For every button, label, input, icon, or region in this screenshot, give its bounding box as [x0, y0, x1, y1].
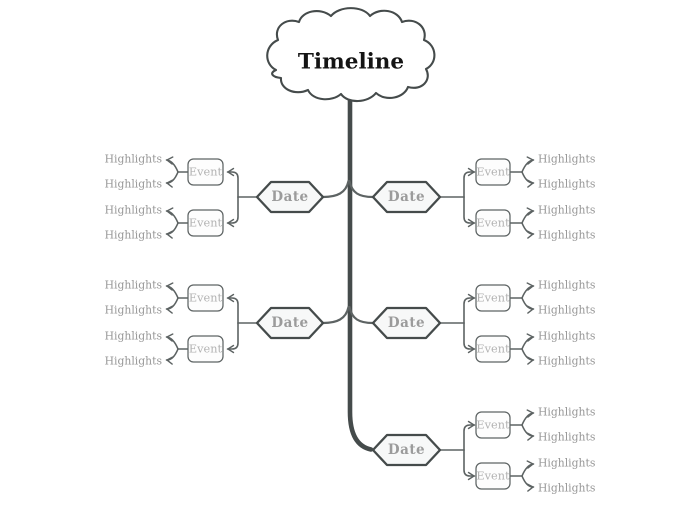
highlight-connector: [521, 424, 535, 441]
highlight-connector: [165, 207, 179, 224]
trunk-branch-connector: [321, 179, 350, 199]
event-connector: [226, 196, 239, 228]
highlight-connector: [165, 156, 179, 173]
date-node[interactable]: [255, 306, 325, 340]
highlight-connector: [521, 207, 535, 224]
trunk-branch-connector: [348, 179, 375, 199]
event-connector: [463, 196, 476, 228]
highlight-label[interactable]: Highlights: [538, 153, 595, 166]
event-node[interactable]: [187, 284, 224, 312]
date-node[interactable]: [255, 180, 325, 214]
highlight-connector: [521, 475, 535, 492]
highlight-connector: [165, 333, 179, 350]
highlight-label[interactable]: Highlights: [538, 457, 595, 470]
highlight-connector: [165, 282, 179, 299]
highlight-label[interactable]: Highlights: [538, 431, 595, 444]
highlight-connector: [165, 171, 179, 188]
event-node[interactable]: [475, 158, 511, 186]
highlight-label[interactable]: Highlights: [538, 279, 595, 292]
trunk-branch-connector: [321, 305, 350, 325]
branch-right: DateEventHighlightsHighlightsEventHighli…: [371, 406, 595, 495]
highlight-label[interactable]: Highlights: [105, 304, 162, 317]
event-node[interactable]: [187, 158, 224, 186]
highlight-connector: [521, 460, 535, 477]
date-node[interactable]: [371, 306, 442, 340]
event-node-label: Event: [476, 470, 510, 483]
event-node-label: Event: [189, 166, 223, 179]
event-node[interactable]: [187, 209, 224, 237]
event-connector: [226, 167, 239, 198]
event-node[interactable]: [475, 411, 511, 439]
event-node[interactable]: [475, 462, 511, 490]
highlight-label[interactable]: Highlights: [105, 229, 162, 242]
root-node-label[interactable]: Timeline: [298, 50, 404, 75]
highlight-label[interactable]: Highlights: [105, 204, 162, 217]
event-connector: [463, 420, 476, 451]
event-node-label: Event: [476, 419, 510, 432]
highlight-connector: [521, 156, 535, 173]
highlight-label[interactable]: Highlights: [538, 355, 595, 368]
highlight-label[interactable]: Highlights: [538, 178, 595, 191]
event-connector: [463, 322, 476, 354]
highlight-connector: [521, 333, 535, 350]
highlight-connector: [521, 171, 535, 188]
date-node-label: Date: [388, 442, 425, 458]
branch-right: DateEventHighlightsHighlightsEventHighli…: [348, 153, 595, 242]
date-node[interactable]: [371, 433, 442, 467]
timeline-trunk: [347, 77, 374, 452]
event-connector: [463, 449, 476, 481]
event-node-label: Event: [476, 166, 510, 179]
highlight-label[interactable]: Highlights: [105, 153, 162, 166]
date-node-label: Date: [388, 189, 425, 205]
highlight-label[interactable]: Highlights: [105, 279, 162, 292]
event-node-label: Event: [189, 217, 223, 230]
highlight-connector: [165, 222, 179, 239]
event-node-label: Event: [476, 343, 510, 356]
highlight-label[interactable]: Highlights: [105, 330, 162, 343]
highlight-label[interactable]: Highlights: [538, 229, 595, 242]
event-node-label: Event: [189, 343, 223, 356]
event-connector: [463, 293, 476, 324]
cloud-root-shape[interactable]: [266, 7, 436, 103]
branch-right: DateEventHighlightsHighlightsEventHighli…: [348, 279, 595, 368]
highlight-connector: [521, 222, 535, 239]
highlight-connector: [165, 297, 179, 314]
highlight-label[interactable]: Highlights: [538, 482, 595, 495]
highlight-connector: [165, 348, 179, 365]
highlight-label[interactable]: Highlights: [538, 330, 595, 343]
highlight-connector: [521, 348, 535, 365]
branch-left: DateEventHighlightsHighlightsEventHighli…: [105, 153, 350, 242]
event-node-label: Event: [476, 292, 510, 305]
highlight-label[interactable]: Highlights: [538, 406, 595, 419]
event-connector: [226, 322, 239, 354]
highlight-label[interactable]: Highlights: [105, 355, 162, 368]
highlight-connector: [521, 297, 535, 314]
highlight-label[interactable]: Highlights: [538, 204, 595, 217]
trunk-branch-connector: [348, 305, 375, 325]
date-node[interactable]: [371, 180, 442, 214]
branch-left: DateEventHighlightsHighlightsEventHighli…: [105, 279, 350, 368]
date-node-label: Date: [388, 315, 425, 331]
highlight-label[interactable]: Highlights: [538, 304, 595, 317]
event-node-label: Event: [476, 217, 510, 230]
event-node[interactable]: [475, 335, 511, 363]
event-node[interactable]: [187, 335, 224, 363]
highlight-connector: [521, 282, 535, 299]
event-node[interactable]: [475, 284, 511, 312]
event-node[interactable]: [475, 209, 511, 237]
date-node-label: Date: [271, 315, 308, 331]
event-node-label: Event: [189, 292, 223, 305]
event-connector: [463, 167, 476, 198]
highlight-label[interactable]: Highlights: [105, 178, 162, 191]
highlight-connector: [521, 409, 535, 426]
event-connector: [226, 293, 239, 324]
date-node-label: Date: [271, 189, 308, 205]
